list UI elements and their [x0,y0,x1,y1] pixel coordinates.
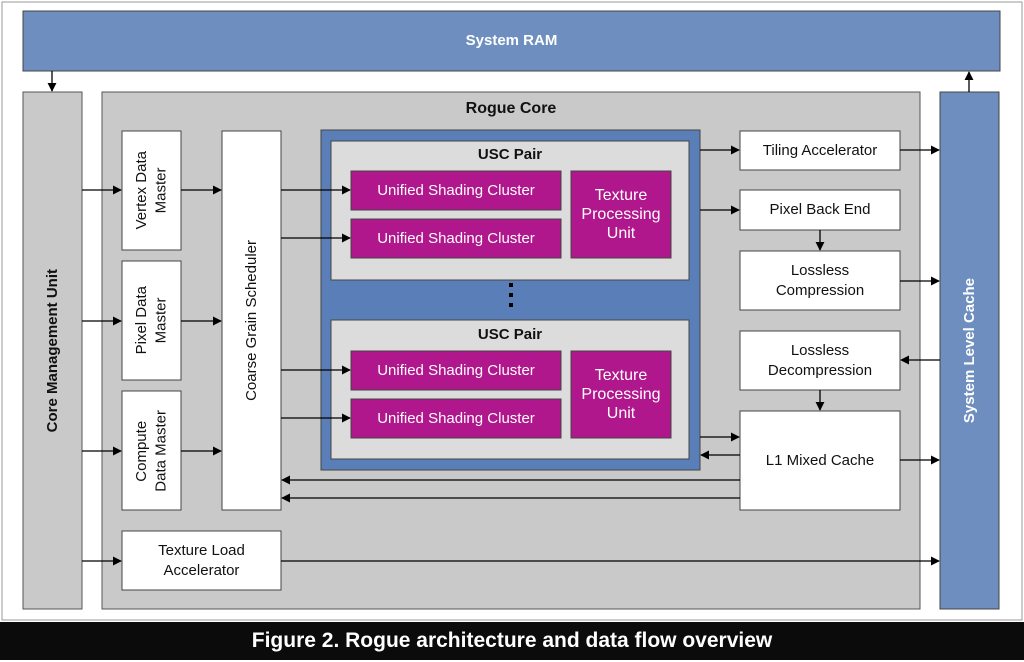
compute-data-master-block [121,390,182,511]
texture-load-accelerator-block [121,530,282,591]
usc-cluster-1a [350,170,562,211]
system-ram-block [22,10,1001,72]
vertex-data-master-label-wrap: Vertex Data Master [122,131,181,250]
usc-cluster-2a-label: Unified Shading Cluster [377,361,535,379]
vertex-data-master-label: Vertex Data Master [133,151,170,230]
tiling-accelerator-label: Tiling Accelerator [762,141,878,159]
texture-unit-2-label: Texture Processing Unit [581,366,661,423]
usc-cluster-2b-label: Unified Shading Cluster [377,409,535,427]
coarse-grain-scheduler-block [221,130,282,511]
system-level-cache-label: System Level Cache [960,277,978,424]
compute-data-master-label: Compute Data Master [133,409,170,492]
usc-cluster-1b [350,218,562,259]
lossless-compression-label: Lossless Compression [775,262,865,299]
coarse-grain-scheduler-label: Coarse Grain Scheduler [242,240,260,401]
lossless-decompression-block [739,330,901,391]
data-flow-arrows [47,71,974,566]
pixel-data-master-label: Pixel Data Master [133,286,170,355]
core-management-unit-label-wrap: Core Management Unit [23,92,82,609]
pixel-back-end-label: Pixel Back End [769,201,871,219]
lossless-decompression-label: Lossless Decompression [767,342,873,379]
system-level-cache-label-wrap: System Level Cache [940,92,999,609]
figure-caption: Figure 2. Rogue architecture and data fl… [0,622,1024,660]
l1-mixed-cache-block [739,410,901,511]
pixel-data-master-label-wrap: Pixel Data Master [122,261,181,380]
rogue-core-label: Rogue Core [465,99,557,117]
texture-unit-1-label: Texture Processing Unit [581,186,661,243]
system-level-cache-block [939,91,1000,610]
tiling-accelerator-block [739,130,901,171]
pixel-data-master-block [121,260,182,381]
usc-pair-1-title: USC Pair [477,146,543,164]
usc-cluster-1b-label: Unified Shading Cluster [377,229,535,247]
ellipsis-dots [509,283,513,307]
texture-unit-1 [570,170,672,259]
usc-pair-2-title: USC Pair [477,326,543,344]
core-management-unit-block [22,91,83,610]
l1-mixed-cache-label: L1 Mixed Cache [765,451,875,469]
texture-load-accelerator-label: Texture Load Accelerator [158,542,245,579]
coarse-grain-scheduler-label-wrap: Coarse Grain Scheduler [222,131,281,510]
usc-cluster-2b [350,398,562,439]
system-ram-label: System RAM [465,32,558,50]
vertex-data-master-block [121,130,182,251]
compute-data-master-label-wrap: Compute Data Master [122,391,181,510]
usc-cluster-2a [350,350,562,391]
usc-cluster-1a-label: Unified Shading Cluster [377,181,535,199]
lossless-compression-block [739,250,901,311]
core-management-unit-label: Core Management Unit [43,268,61,433]
texture-unit-2 [570,350,672,439]
